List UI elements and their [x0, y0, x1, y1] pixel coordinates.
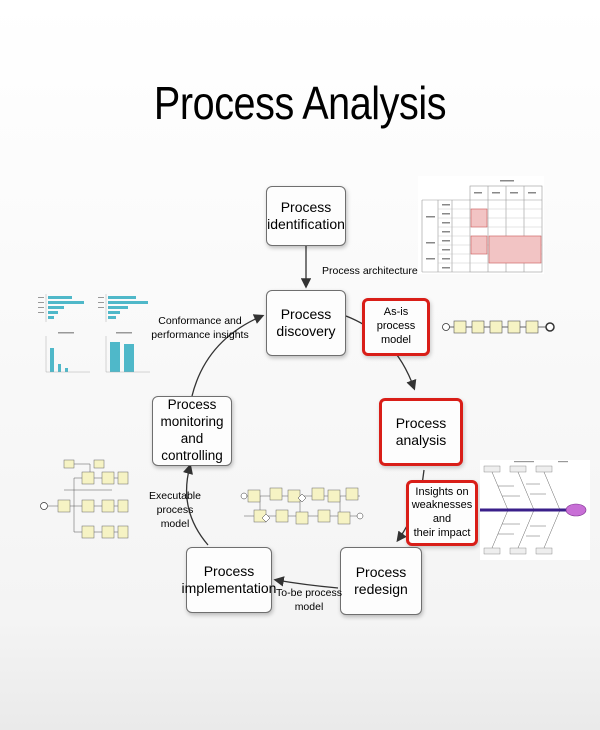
node-label: Process monitoring and controlling — [160, 397, 224, 463]
thumbnail-bpmn-model — [40, 459, 129, 539]
node-label: Process identification — [267, 198, 345, 233]
output-insights: Insights on weaknesses and their impact — [406, 480, 478, 546]
node-process-analysis: Process analysis — [379, 398, 463, 466]
label-conformance-insights: Conformance and performance insights — [151, 315, 249, 342]
arrow-implementation-monitoring — [182, 463, 209, 546]
output-label: Insights on weaknesses and their impact — [411, 485, 473, 539]
node-label: Process analysis — [395, 414, 447, 449]
page-title: Process Analysis — [153, 77, 447, 129]
label-executable-model: Executable process model — [149, 490, 201, 531]
node-label: Process implementation — [181, 562, 277, 597]
thumbnail-charts — [38, 294, 150, 373]
node-process-discovery: Process discovery — [266, 290, 346, 356]
arrow-monitoring-discovery — [191, 314, 265, 397]
node-process-monitoring: Process monitoring and controlling — [152, 396, 232, 466]
label-process-architecture: Process architecture — [322, 265, 418, 277]
thumbnail-fishbone — [480, 460, 590, 560]
node-process-identification: Process identification — [266, 186, 346, 246]
node-label: Process redesign — [354, 563, 408, 598]
node-process-redesign: Process redesign — [340, 547, 422, 615]
node-label: Process discovery — [276, 305, 336, 340]
thumbnail-bpmn-center — [240, 487, 364, 525]
arrow-redesign-implementation — [273, 576, 339, 589]
output-as-is-model: As-is process model — [362, 298, 430, 356]
thumbnail-bpmn-line — [442, 320, 555, 334]
node-process-implementation: Process implementation — [182, 547, 276, 613]
output-label: As-is process model — [376, 306, 416, 346]
label-to-be-model: To-be process model — [276, 587, 342, 614]
thumbnail-table — [418, 176, 544, 274]
